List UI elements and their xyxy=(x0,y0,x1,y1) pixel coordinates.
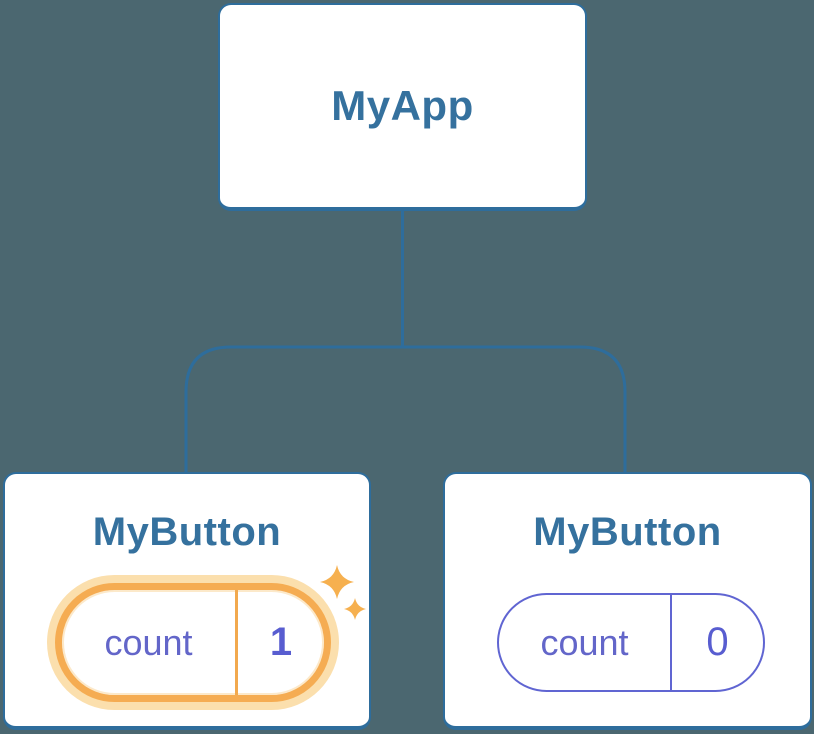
state-value-segment: 1 xyxy=(238,590,324,695)
connector-branch xyxy=(184,345,627,473)
state-name-segment: count xyxy=(62,590,235,695)
state-name-segment: count xyxy=(499,595,670,690)
state-value: 0 xyxy=(706,620,729,664)
sparkle-small xyxy=(344,598,366,620)
node-mybutton-right: MyButton count 0 xyxy=(443,472,812,730)
state-divider xyxy=(670,595,672,690)
state-name-label: count xyxy=(104,621,193,663)
node-mybutton-right-label: MyButton xyxy=(533,510,722,554)
state-pill-body: count 1 xyxy=(55,583,331,702)
state-value-segment: 0 xyxy=(672,595,763,690)
state-pill-plain: count 0 xyxy=(497,593,765,692)
node-mybutton-left-label: MyButton xyxy=(92,510,282,554)
node-mybutton-left: MyButton count 1 xyxy=(3,472,371,730)
state-name-label: count xyxy=(540,621,629,663)
state-value: 1 xyxy=(269,620,293,664)
state-divider xyxy=(235,590,238,695)
state-pill-highlighted: count 1 xyxy=(47,575,339,710)
node-myapp: MyApp xyxy=(218,3,587,211)
node-myapp-label: MyApp xyxy=(331,82,474,129)
sparkle-large xyxy=(320,565,354,599)
